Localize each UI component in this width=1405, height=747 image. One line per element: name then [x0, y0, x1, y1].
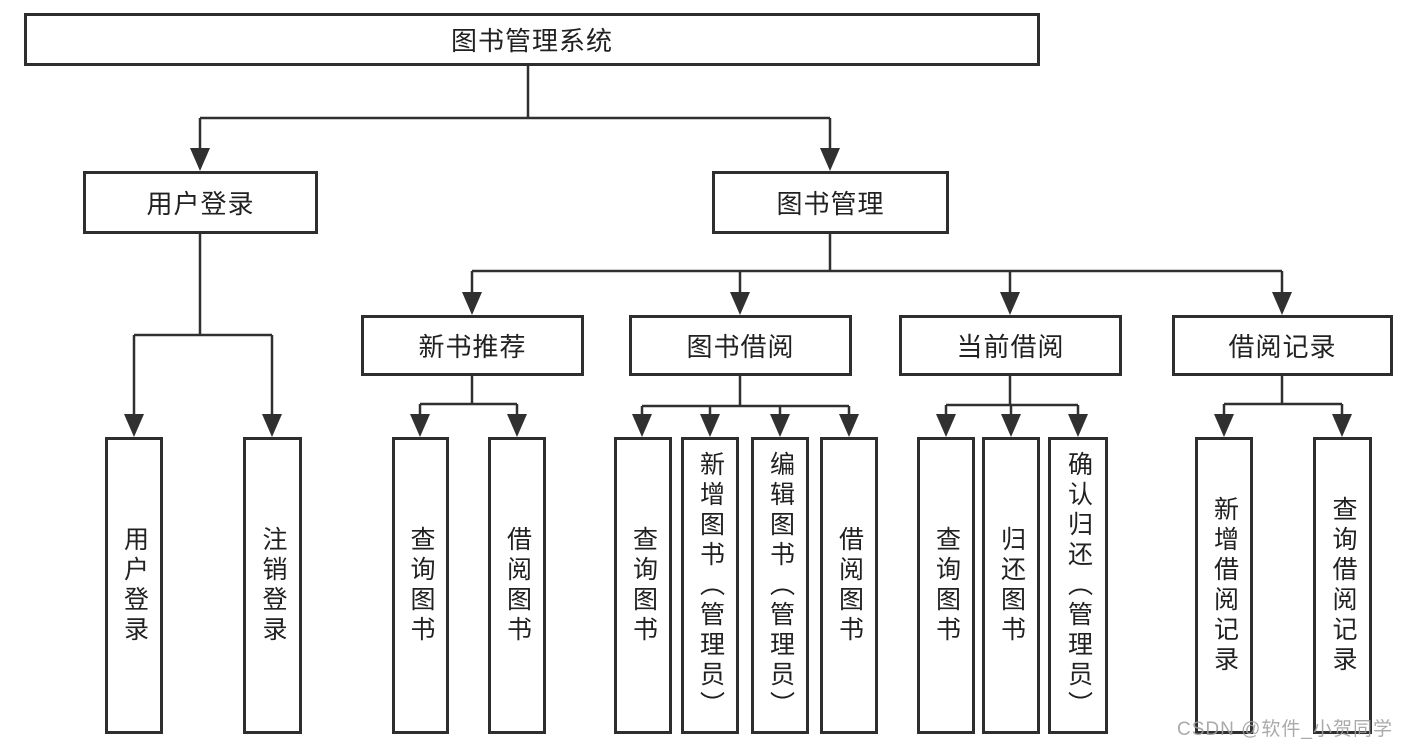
leaf-query-borrow-record: 查询借阅记录 [1313, 437, 1372, 734]
node-new-book-recommend: 新书推荐 [361, 315, 584, 376]
leaf-query-books-2: 查询图书 [614, 437, 672, 734]
leaf-user-login: 用户登录 [105, 437, 163, 734]
node-current-borrow: 当前借阅 [899, 315, 1122, 376]
arrowheads [124, 148, 1352, 437]
leaf-edit-book-admin: 编辑图书（管理员） [751, 437, 809, 734]
leaf-add-book-admin: 新增图书（管理员） [681, 437, 739, 734]
leaf-logout: 注销登录 [243, 437, 302, 734]
leaf-return-book: 归还图书 [982, 437, 1040, 734]
node-book-borrow: 图书借阅 [629, 315, 852, 376]
node-book-management: 图书管理 [712, 171, 949, 234]
leaf-confirm-return-admin: 确认归还（管理员） [1048, 437, 1108, 734]
leaf-borrow-books-2: 借阅图书 [820, 437, 878, 734]
csdn-watermark: CSDN @软件_小贺同学 [1177, 719, 1393, 740]
leaf-add-borrow-record: 新增借阅记录 [1195, 437, 1253, 734]
leaf-borrow-books-1: 借阅图书 [488, 437, 546, 734]
leaf-query-books-3: 查询图书 [917, 437, 975, 734]
node-borrow-records: 借阅记录 [1172, 315, 1393, 376]
leaf-query-books-1: 查询图书 [392, 437, 449, 734]
node-root: 图书管理系统 [24, 13, 1040, 66]
node-user-login: 用户登录 [83, 171, 318, 234]
